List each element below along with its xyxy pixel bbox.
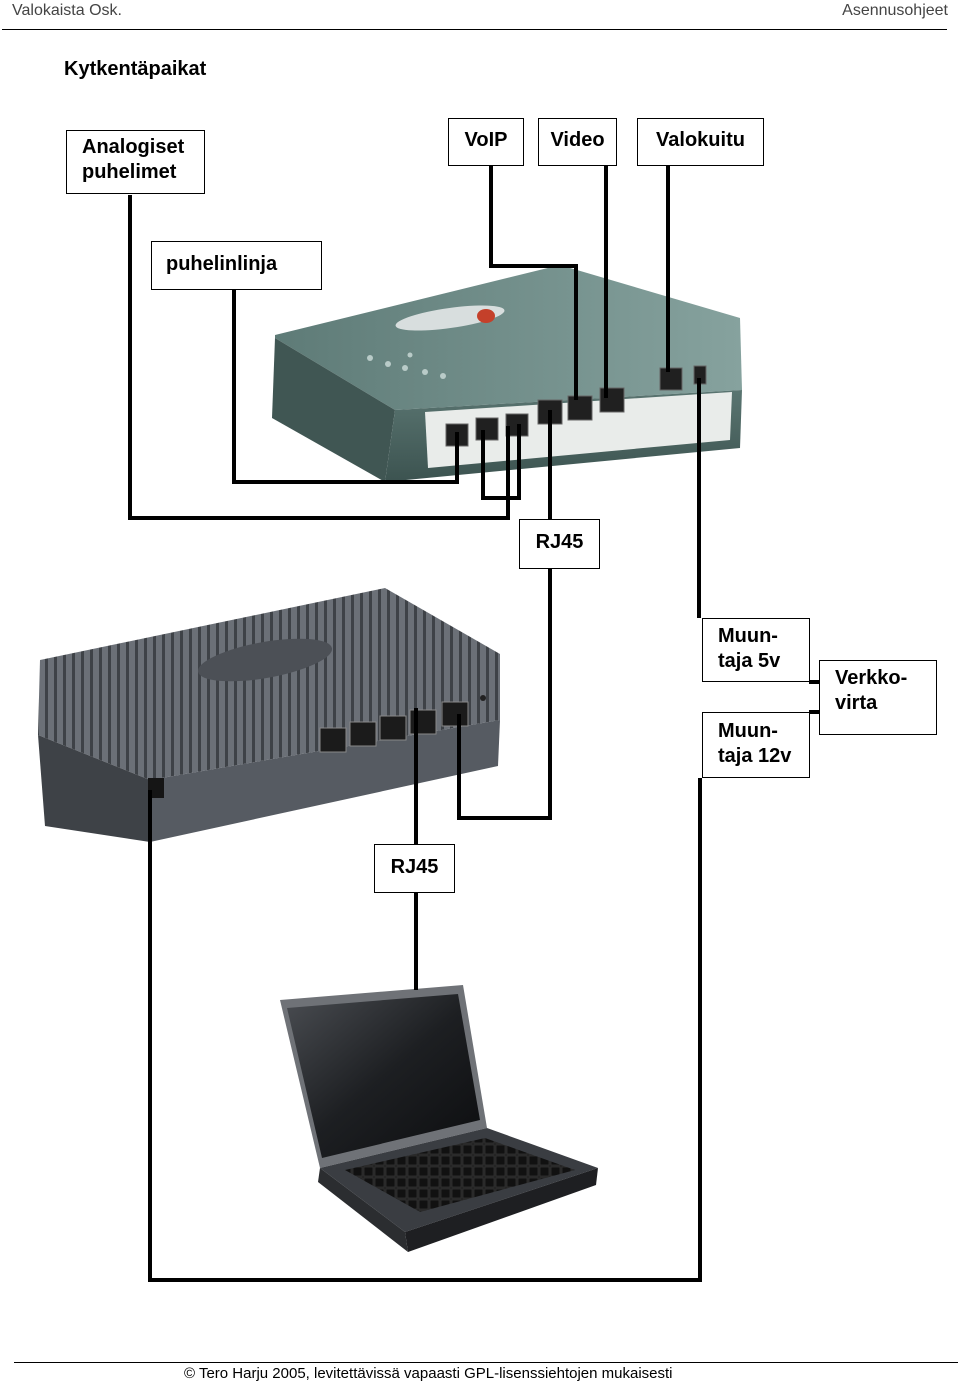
page-title: Kytkentäpaikat bbox=[64, 58, 207, 80]
label-adapter-12v: Muun- taja 12v bbox=[702, 712, 810, 778]
footer-copyright: © Tero Harju 2005, levitettävissä vapaas… bbox=[184, 1365, 673, 1382]
laptop-image bbox=[280, 985, 598, 1252]
label-adapter-5v-line1: Muun- bbox=[718, 625, 778, 647]
header-left: Valokaista Osk. bbox=[12, 2, 122, 19]
header-rule bbox=[2, 29, 947, 30]
label-phone-line: puhelinlinja bbox=[151, 241, 322, 290]
cable-phone-line bbox=[232, 290, 459, 484]
label-adapter-12v-line1: Muun- bbox=[718, 720, 778, 742]
label-analog-phones-line1: Analogiset bbox=[82, 136, 185, 158]
modem-image bbox=[272, 265, 742, 482]
label-adapter-5v-line2: taja 5v bbox=[718, 650, 781, 672]
label-voip: VoIP bbox=[448, 118, 524, 166]
cable-voip bbox=[489, 166, 578, 400]
label-rj45-bottom: RJ45 bbox=[374, 844, 455, 893]
cable-analog-phones bbox=[128, 195, 510, 520]
label-adapter-12v-line2: taja 12v bbox=[718, 745, 792, 767]
cable-rj45-switch bbox=[457, 568, 552, 820]
label-analog-phones-line2: puhelimet bbox=[82, 161, 177, 183]
header-right: Asennusohjeet bbox=[842, 2, 948, 19]
label-video: Video bbox=[538, 118, 617, 166]
label-adapter-5v: Muun- taja 5v bbox=[702, 618, 810, 682]
label-rj45-top: RJ45 bbox=[519, 519, 600, 569]
label-mains-line1: Verkko- bbox=[835, 667, 908, 689]
footer-rule bbox=[14, 1362, 958, 1363]
cable-phone-loop bbox=[481, 424, 521, 500]
cable-12v-adapter bbox=[148, 778, 702, 1282]
label-mains-line2: virta bbox=[835, 692, 878, 714]
label-analog-phones: Analogiset puhelimet bbox=[66, 130, 205, 194]
switch-image bbox=[38, 588, 500, 842]
cables bbox=[128, 166, 819, 1282]
label-fiber: Valokuitu bbox=[637, 118, 764, 166]
label-mains: Verkko- virta bbox=[819, 660, 937, 735]
